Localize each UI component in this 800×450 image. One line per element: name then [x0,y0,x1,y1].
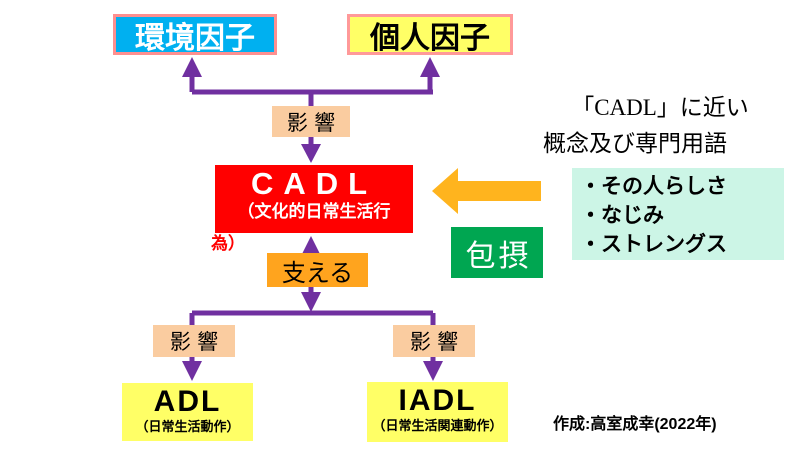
influence-label-right-text: 影響 [409,330,465,354]
related-term-item: ・ストレングス [580,233,727,256]
related-term-item: ・なじみ [580,204,664,227]
influence-label-right: 影響 [393,325,475,357]
iadl-subtitle: （日常生活関連動作） [372,418,503,433]
cadl-box: CADL （文化的日常生活行 [215,165,413,233]
influence-label-left-text: 影響 [169,330,225,354]
arrow-to-personal-head-icon [420,57,440,77]
iadl-box: IADL （日常生活関連動作） [367,382,508,442]
cadl-subtitle-overflow: 為） [211,234,245,253]
environment-factor-label: 環境因子 [135,21,255,55]
personal-factor-label: 個人因子 [370,21,490,55]
cadl-subtitle-line1: （文化的日常生活行 [237,202,391,221]
personal-factor-box: 個人因子 [347,14,513,55]
related-terms-heading-line1: 「CADL」に近い [571,95,749,120]
cadl-title: CADL [250,166,378,201]
arrow-to-adl-head-icon [182,361,202,381]
related-terms-list: ・その人らしさ ・なじみ ・ストレングス [572,168,784,260]
credit-text: 作成:高室成幸(2022年) [553,416,717,433]
influence-label-left: 影響 [153,325,235,357]
inclusion-box: 包摂 [451,227,543,278]
related-term-item: ・その人らしさ [580,175,727,198]
inclusion-block-arrow-icon [432,168,541,214]
support-up-arrowhead-icon [301,236,321,256]
adl-title: ADL [153,385,222,418]
support-label-box: 支える [267,253,368,287]
influence-label-top-text: 影響 [286,110,342,135]
related-terms-heading-line2: 概念及び専門用語 [543,131,727,156]
inclusion-label: 包摂 [465,239,532,273]
iadl-title: IADL [398,384,477,417]
influence-label-top: 影響 [272,106,350,137]
environment-factor-box: 環境因子 [113,14,277,55]
adl-box: ADL （日常生活動作） [122,383,253,441]
arrow-to-env-head-icon [182,57,202,77]
adl-subtitle: （日常生活動作） [135,419,240,434]
arrow-to-cadl-head-icon [301,144,321,163]
support-label: 支える [281,260,354,287]
arrow-to-iadl-head-icon [423,361,443,381]
support-down-arrowhead-icon [301,292,321,312]
